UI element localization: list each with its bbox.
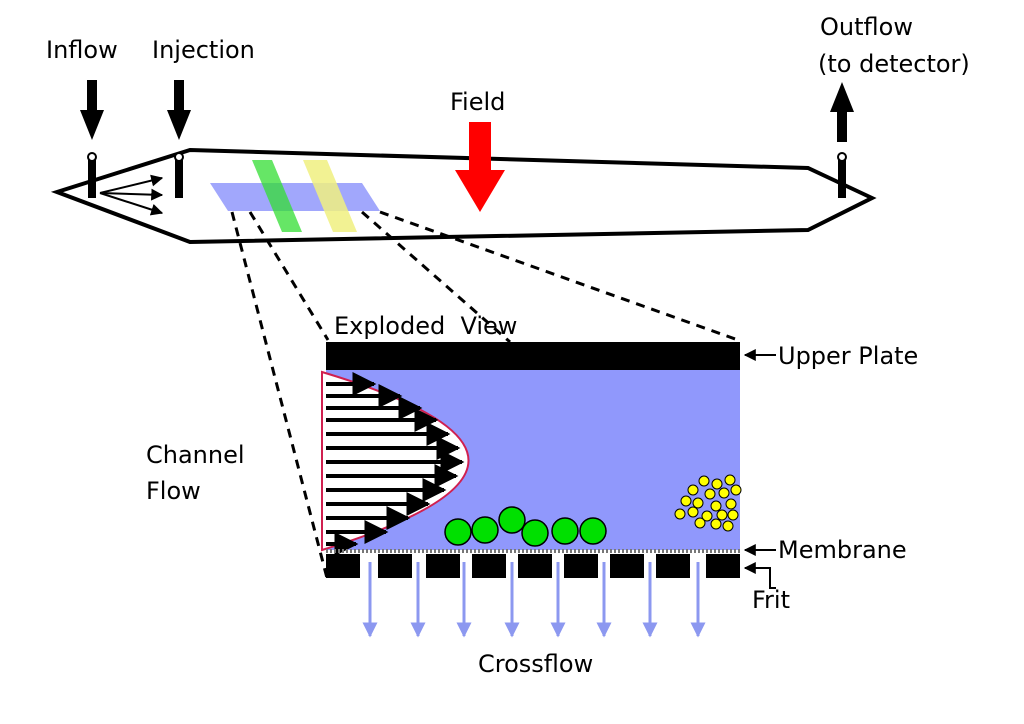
outflow-port <box>837 152 847 198</box>
inflow-spread-arrows <box>99 174 164 216</box>
callout-pointers <box>743 349 776 589</box>
crossflow-arrows <box>362 562 706 638</box>
outflow-arrow <box>830 82 854 142</box>
inflow-arrow <box>80 80 104 140</box>
green-band <box>252 160 302 232</box>
field-arrow <box>455 122 505 212</box>
channel-flow-label-line2: Flow <box>146 477 201 505</box>
injection-arrow <box>167 80 191 140</box>
large-particles <box>444 506 607 547</box>
upper-plate-label: Upper Plate <box>778 342 918 370</box>
sample-zone <box>210 183 380 211</box>
membrane-label: Membrane <box>778 536 907 564</box>
inflow-label: Inflow <box>46 36 118 64</box>
outflow-sublabel: (to detector) <box>818 50 970 78</box>
injection-port <box>174 152 184 198</box>
outflow-label: Outflow <box>820 13 913 41</box>
exploded-view <box>321 342 776 638</box>
upper-plate <box>326 342 740 370</box>
small-particles <box>674 474 742 532</box>
frit <box>326 554 740 578</box>
frit-label: Frit <box>752 586 790 614</box>
yellow-band <box>303 160 357 232</box>
inflow-port <box>87 152 97 198</box>
projection-lines <box>230 210 739 579</box>
field-label: Field <box>450 88 505 116</box>
velocity-arrows <box>326 372 465 556</box>
channel-overview <box>50 80 877 245</box>
channel-flow-label-line1: Channel <box>146 441 245 469</box>
crossflow-label: Crossflow <box>478 650 593 678</box>
injection-label: Injection <box>152 36 255 64</box>
exploded-view-label: Exploded View <box>334 312 517 340</box>
